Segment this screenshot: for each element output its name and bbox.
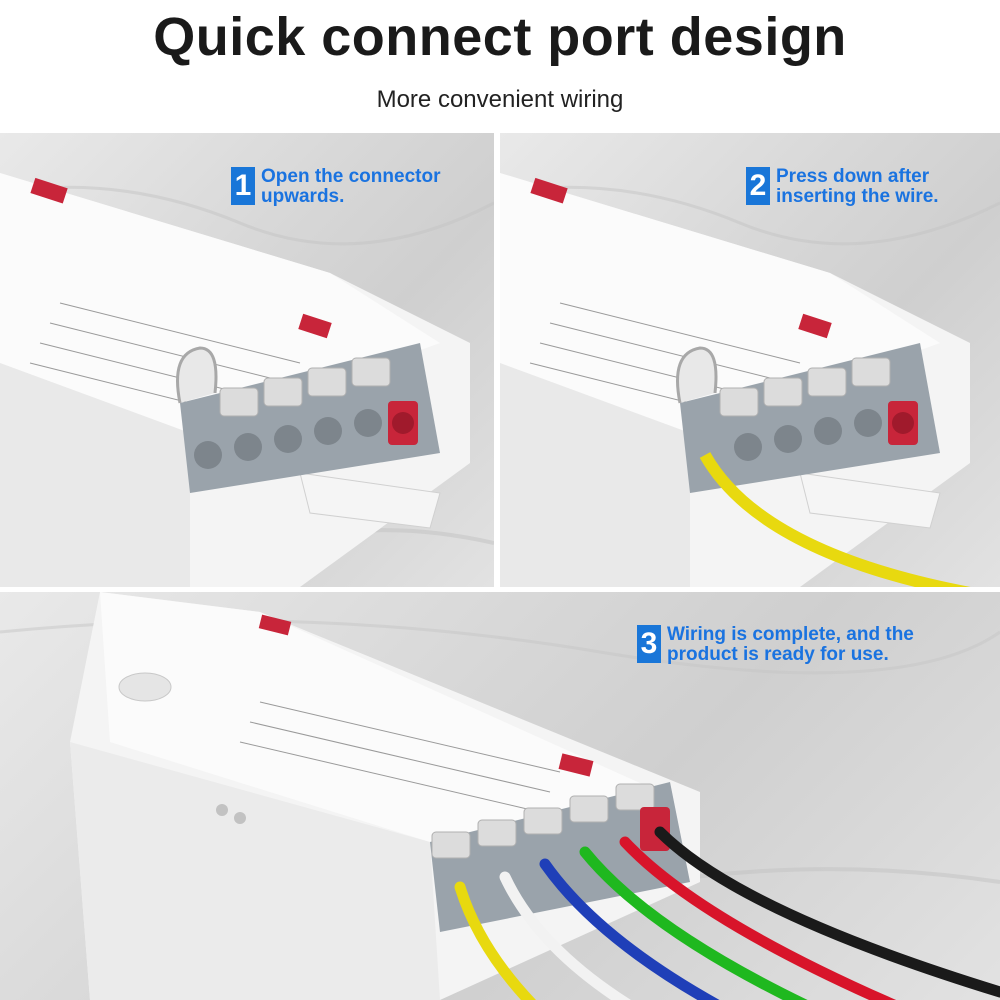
open-lever <box>176 346 218 404</box>
red-wire <box>619 836 897 1000</box>
step-2-panel: 2 Press down after inserting the wire. <box>500 133 1000 587</box>
black-wire <box>654 826 1000 998</box>
step-1-text: Open the connector upwards. <box>261 166 441 207</box>
blue-wire <box>539 858 720 1000</box>
step-2-callout: 2 Press down after inserting the wire. <box>746 167 939 207</box>
step-1-panel: 1 Open the connector upwards. <box>0 133 494 587</box>
yellow-wire <box>454 881 537 1000</box>
step-3-callout: 3 Wiring is complete, and the product is… <box>637 625 914 665</box>
white-wire <box>499 871 632 1000</box>
controller-open-illustration <box>0 173 494 587</box>
step-1-number: 1 <box>231 167 255 205</box>
step-3-panel: 3 Wiring is complete, and the product is… <box>0 592 1000 1000</box>
page-title: Quick connect port design <box>153 7 847 67</box>
step-3-number: 3 <box>637 625 661 663</box>
step-2-number: 2 <box>746 167 770 205</box>
green-wire <box>579 846 808 1000</box>
step-3-text: Wiring is complete, and the product is r… <box>667 624 914 665</box>
page-subtitle: More convenient wiring <box>376 86 624 113</box>
step-1-callout: 1 Open the connector upwards. <box>231 167 440 207</box>
step-2-text: Press down after inserting the wire. <box>776 166 939 207</box>
controller-insert-illustration <box>500 173 1000 587</box>
yellow-wire <box>699 452 971 587</box>
controller-wired-illustration <box>0 592 1000 1000</box>
